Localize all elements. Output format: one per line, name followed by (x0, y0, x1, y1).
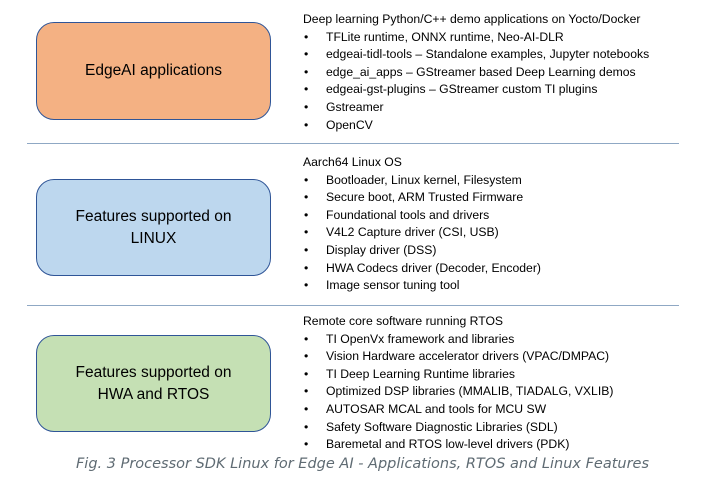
bullet-icon: • (304, 117, 309, 132)
list-item: •Gstreamer (303, 99, 649, 117)
hwa-rtos-features-title: Remote core software running RTOS (303, 314, 504, 328)
bullet-icon: • (304, 419, 309, 434)
bullet-icon: • (304, 366, 309, 381)
list-item: •OpenCV (303, 117, 649, 135)
list-item: •TI Deep Learning Runtime libraries (303, 366, 613, 384)
list-item: •Vision Hardware accelerator drivers (VP… (303, 348, 613, 366)
edgeai-applications-box: EdgeAI applications (36, 22, 271, 120)
list-item: •TI OpenVx framework and libraries (303, 331, 613, 349)
linux-features-title: Aarch64 Linux OS (303, 155, 402, 169)
edgeai-applications-label: EdgeAI applications (84, 62, 222, 79)
bullet-icon: • (304, 242, 309, 257)
bullet-icon: • (304, 278, 309, 293)
list-item: •edgeai-tidl-tools – Standalone examples… (303, 46, 649, 64)
linux-features-list: Aarch64 Linux OS •Bootloader, Linux kern… (303, 154, 541, 295)
bullet-icon: • (304, 29, 309, 44)
list-item: •Display driver (DSS) (303, 242, 541, 260)
bullet-icon: • (304, 384, 309, 399)
bullet-icon: • (304, 64, 309, 79)
edgeai-applications-title: Deep learning Python/C++ demo applicatio… (303, 12, 641, 26)
bullet-icon: • (304, 47, 309, 62)
bullet-icon: • (304, 437, 309, 452)
figure-caption: Fig. 3 Processor SDK Linux for Edge AI -… (75, 456, 650, 472)
bullet-icon: • (304, 401, 309, 416)
bullet-icon: • (304, 207, 309, 222)
bullet-icon: • (304, 225, 309, 240)
list-item: •Baremetal and RTOS low-level drivers (P… (303, 436, 613, 454)
list-item: •Safety Software Diagnostic Libraries (S… (303, 419, 613, 437)
linux-features-label: Features supported on LINUX (75, 207, 232, 247)
bullet-icon: • (304, 331, 309, 346)
list-item: •edge_ai_apps – GStreamer based Deep Lea… (303, 64, 649, 82)
list-item: •Foundational tools and drivers (303, 207, 541, 225)
section-divider-2 (27, 305, 679, 306)
edgeai-applications-list: Deep learning Python/C++ demo applicatio… (303, 11, 649, 134)
list-item: •Optimized DSP libraries (MMALIB, TIADAL… (303, 383, 613, 401)
bullet-icon: • (304, 349, 309, 364)
list-item: •HWA Codecs driver (Decoder, Encoder) (303, 260, 541, 278)
hwa-rtos-features-box: Features supported on HWA and RTOS (36, 335, 271, 432)
list-item: •Image sensor tuning tool (303, 277, 541, 295)
list-item: •edgeai-gst-plugins – GStreamer custom T… (303, 81, 649, 99)
list-item: •TFLite runtime, ONNX runtime, Neo-AI-DL… (303, 29, 649, 47)
bullet-icon: • (304, 82, 309, 97)
list-item: •V4L2 Capture driver (CSI, USB) (303, 224, 541, 242)
list-item: •Bootloader, Linux kernel, Filesystem (303, 172, 541, 190)
bullet-icon: • (304, 99, 309, 114)
bullet-icon: • (304, 190, 309, 205)
bullet-icon: • (304, 172, 309, 187)
section-divider-1 (27, 143, 679, 144)
list-item: •AUTOSAR MCAL and tools for MCU SW (303, 401, 613, 419)
bullet-icon: • (304, 260, 309, 275)
hwa-rtos-features-list: Remote core software running RTOS •TI Op… (303, 313, 613, 454)
linux-features-box: Features supported on LINUX (36, 179, 271, 276)
list-item: •Secure boot, ARM Trusted Firmware (303, 189, 541, 207)
hwa-rtos-features-label: Features supported on HWA and RTOS (75, 363, 232, 403)
